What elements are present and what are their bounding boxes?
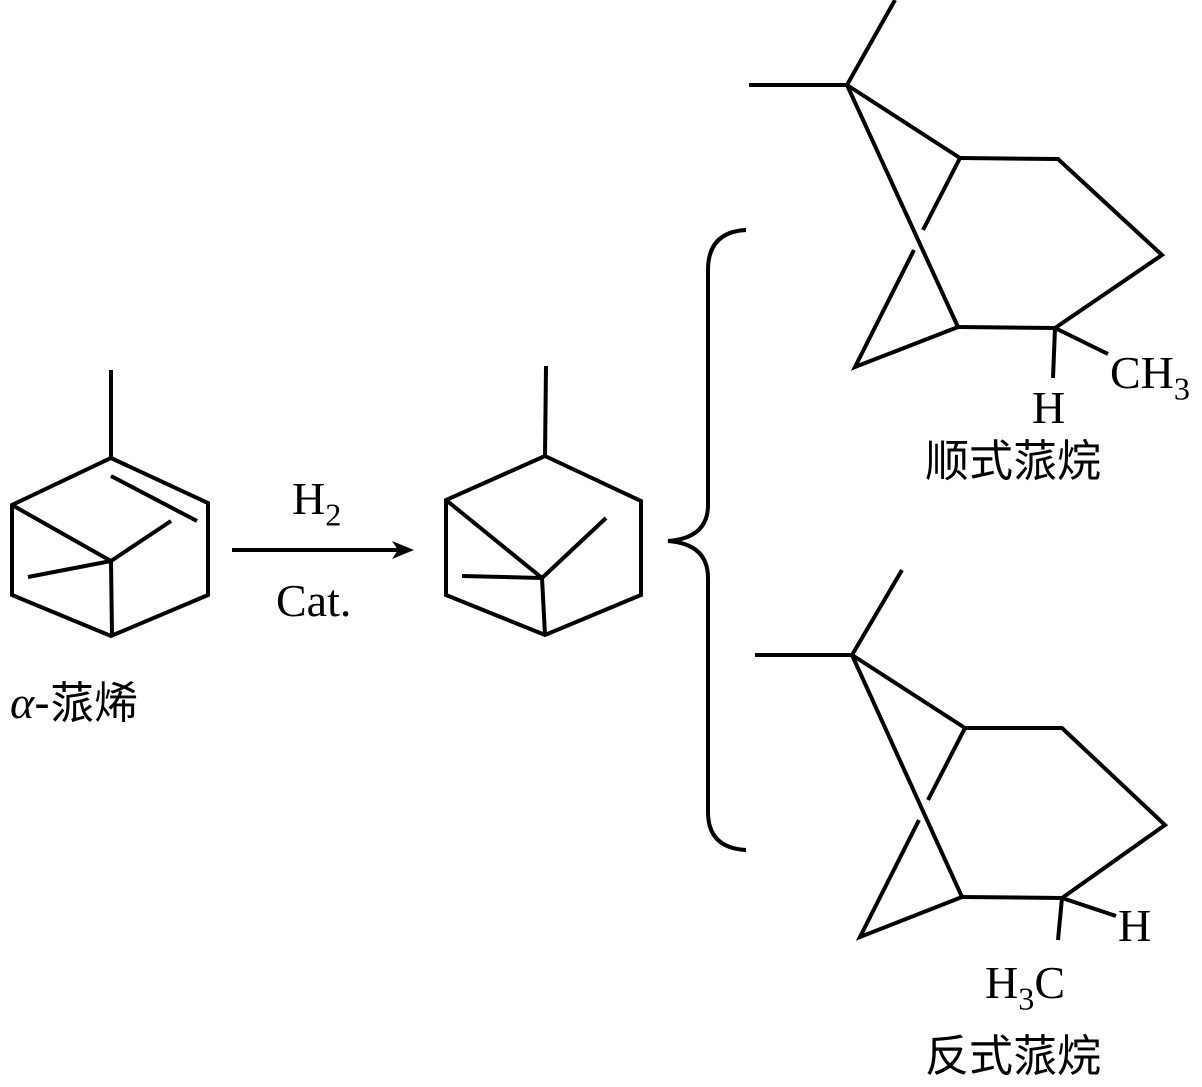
trans-h-label: H: [1118, 900, 1152, 951]
cis-pinane-name: 顺式蒎烷: [925, 436, 1101, 487]
reagent-sub: 2: [325, 496, 342, 533]
cis-methyl-sub: 3: [1173, 370, 1190, 407]
cis-methyl-ch: CH: [1110, 347, 1174, 398]
trans-pinane-name: 反式蒎烷: [925, 1031, 1101, 1082]
reagent-catalyst: Cat.: [276, 575, 352, 626]
alpha-pinene-name: -蒎烯: [34, 678, 139, 729]
reagent-h2: H2: [292, 473, 341, 531]
alpha-pinene-label: α-蒎烯: [10, 680, 138, 726]
brace: [667, 228, 747, 852]
alpha-pinene-structure: [10, 370, 210, 639]
pinane-structure: [444, 365, 643, 638]
cis-pinane-structure: [749, 0, 1166, 379]
trans-methyl-h: H: [985, 957, 1019, 1008]
alpha-symbol: α: [10, 677, 35, 728]
reaction-arrow: [232, 541, 414, 559]
reagent-h: H: [292, 473, 326, 524]
trans-pinane-structure: [755, 568, 1169, 941]
trans-methyl-c: C: [1034, 957, 1066, 1008]
trans-methyl-label: H3C: [985, 957, 1066, 1015]
trans-methyl-sub: 3: [1018, 980, 1035, 1017]
cis-h-label: H: [1032, 382, 1066, 433]
cis-methyl-label: CH3: [1110, 347, 1190, 405]
